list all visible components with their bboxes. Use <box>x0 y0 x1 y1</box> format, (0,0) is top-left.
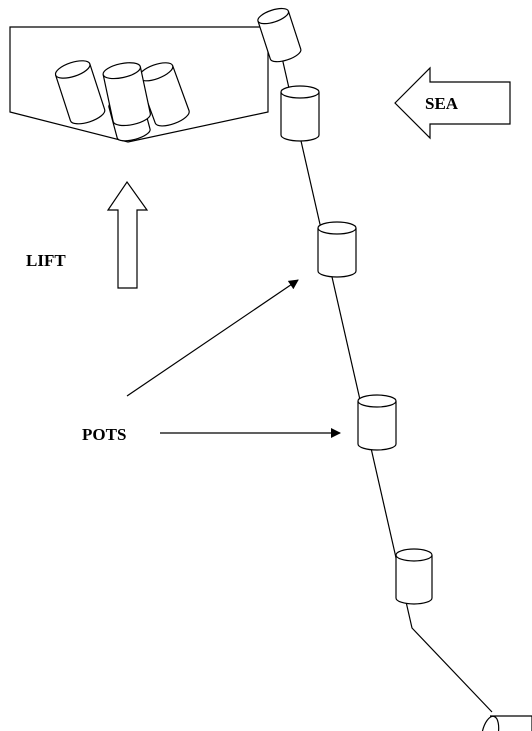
lift-label: LIFT <box>26 251 66 270</box>
pot-line-rope <box>277 39 493 713</box>
sea-label: SEA <box>425 94 459 113</box>
stacked-pot <box>138 62 190 127</box>
pot-on-seabed <box>480 715 532 731</box>
sea-direction-arrow <box>394 66 511 140</box>
stacked-pots <box>54 60 190 142</box>
pot-on-line <box>317 221 357 278</box>
pot-on-line <box>395 548 433 605</box>
vessel-hull <box>9 26 269 143</box>
lift-arrow <box>106 180 149 289</box>
pot-on-line <box>357 394 397 451</box>
pots-pointer-up <box>126 279 299 397</box>
pot-at-hauler <box>257 7 302 63</box>
stacked-pot <box>54 60 106 125</box>
pot-on-line <box>280 85 320 142</box>
stacked-pot <box>102 62 151 127</box>
pots-label: POTS <box>82 425 126 444</box>
